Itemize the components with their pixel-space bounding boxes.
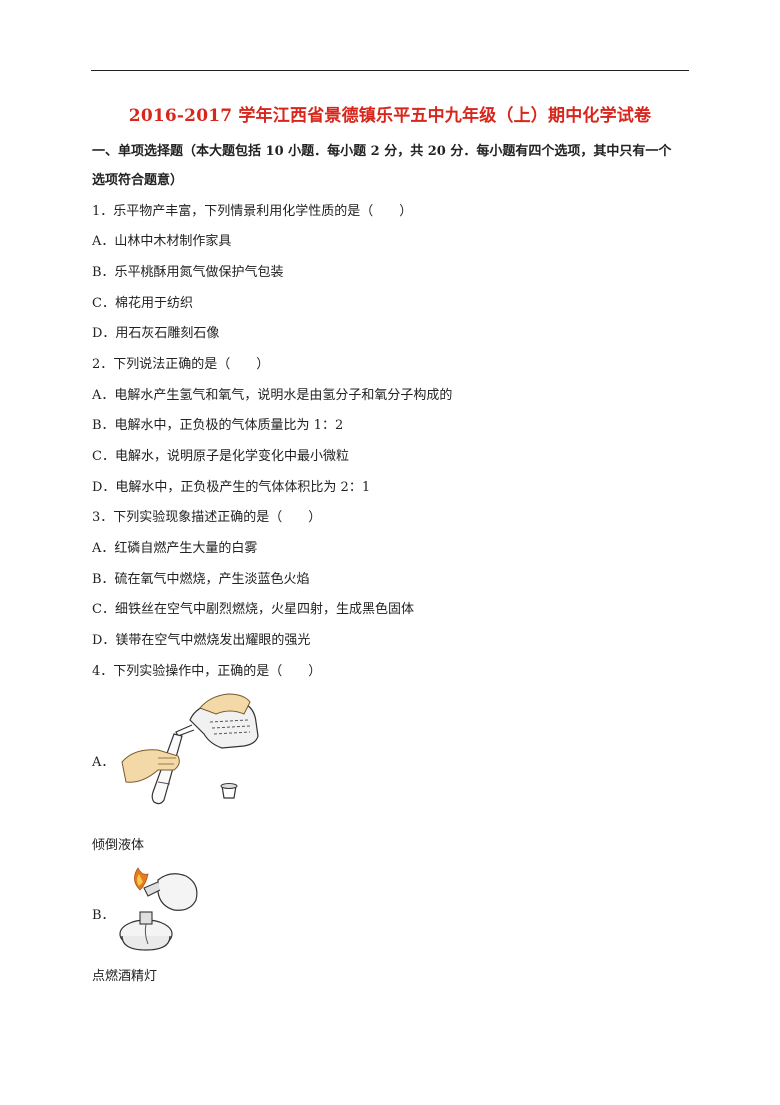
page-title: 2016-2017 学年江西省景德镇乐平五中九年级（上）期中化学试卷 (128, 106, 652, 126)
q4-option-a-letter: A． (92, 755, 115, 770)
pouring-liquid-figure (121, 693, 259, 805)
q3-stem: 3．下列实验现象描述正确的是（ ） (92, 510, 322, 525)
q4-option-b-letter: B． (92, 908, 115, 923)
q1-option-a: A．山林中木材制作家具 (92, 234, 232, 249)
header-rule (91, 70, 689, 71)
q3-option-c: C．细铁丝在空气中剧烈燃烧，火星四射，生成黑色固体 (92, 602, 414, 617)
q1-stem: 1．乐平物产丰富，下列情景利用化学性质的是（ ） (92, 204, 413, 219)
section-heading-line2: 选项符合题意） (92, 173, 184, 188)
q4-stem: 4．下列实验操作中，正确的是（ ） (92, 664, 322, 679)
q2-option-b: B．电解水中，正负极的气体质量比为 1：2 (92, 418, 344, 433)
q1-option-d: D．用石灰石雕刻石像 (92, 326, 220, 341)
q1-option-c: C．棉花用于纺织 (92, 296, 193, 311)
q2-option-d: D．电解水中，正负极产生的气体体积比为 2：1 (92, 480, 371, 495)
q2-option-c: C．电解水，说明原子是化学变化中最小微粒 (92, 449, 349, 464)
q2-stem: 2．下列说法正确的是（ ） (92, 357, 270, 372)
q1-option-b: B．乐平桃酥用氮气做保护气包装 (92, 265, 284, 280)
q3-option-d: D．镁带在空气中燃烧发出耀眼的强光 (92, 633, 311, 648)
q3-option-a: A．红磷自燃产生大量的白雾 (92, 541, 258, 556)
q2-option-a: A．电解水产生氢气和氧气，说明水是由氢分子和氧分子构成的 (92, 388, 453, 403)
q4-option-a-caption: 倾倒液体 (92, 838, 145, 853)
q3-option-b: B．硫在氧气中燃烧，产生淡蓝色火焰 (92, 572, 310, 587)
section-heading-line1: 一、单项选择题（本大题包括 10 小题．每小题 2 分，共 20 分．每小题有四… (92, 144, 672, 159)
alcohol-lamp-figure (119, 867, 198, 951)
q4-option-b-caption: 点燃酒精灯 (92, 969, 158, 984)
